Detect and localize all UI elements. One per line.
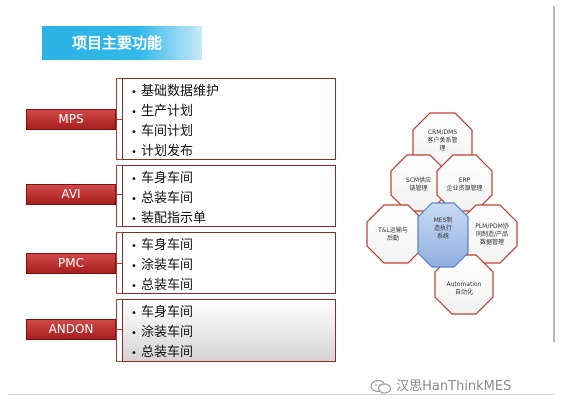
list-item: •车身车间 <box>131 305 194 320</box>
connector-line <box>116 165 122 166</box>
module-box-avi: •车身车间 •总装车间 •装配指示单 <box>122 165 336 227</box>
module-item-list: •基础数据维护 •生产计划 •车间计划 •计划发布 <box>123 79 335 162</box>
module-item-list: •车身车间 •涂装车间 •总装车间 <box>123 300 335 363</box>
connector-line <box>116 299 122 300</box>
slide-title: 项目主要功能 <box>71 34 162 52</box>
connector-line <box>116 293 122 294</box>
list-item: •涂装车间 <box>131 258 194 273</box>
connector-line <box>116 226 122 227</box>
octagon-diagram-svg <box>366 112 518 315</box>
list-item: •计划发布 <box>131 144 194 159</box>
title-background <box>42 26 202 60</box>
node-label-erp: ERP 企业资源管理 <box>446 177 483 192</box>
connector-line <box>116 159 122 160</box>
octagon-tal <box>366 204 426 264</box>
connector-line <box>116 119 122 120</box>
connector-line <box>116 329 122 330</box>
octagon-mes-center <box>417 202 469 268</box>
node-label-automation: Automation 自动化 <box>446 281 482 296</box>
list-item: •涂装车间 <box>131 325 194 340</box>
list-item: •总装车间 <box>131 345 194 360</box>
module-box-mps: •基础数据维护 •生产计划 •车间计划 •计划发布 <box>122 78 336 160</box>
connector-line <box>116 299 117 362</box>
list-item: •车身车间 <box>131 238 194 253</box>
module-item-list: •车身车间 •涂装车间 •总装车间 <box>123 233 335 296</box>
connector-line <box>116 361 122 362</box>
node-label-plm: PLM/PDM协 同制造/产品 数据管理 <box>475 223 509 246</box>
list-item: •总装车间 <box>131 191 194 206</box>
module-item-list: •车身车间 •总装车间 •装配指示单 <box>123 166 335 229</box>
module-tag-mps: MPS <box>26 109 116 130</box>
module-box-pmc: •车身车间 •涂装车间 •总装车间 <box>122 232 336 294</box>
module-box-andon: •车身车间 •涂装车间 •总装车间 <box>122 299 336 362</box>
list-item: •生产计划 <box>131 104 194 119</box>
node-label-crm: CRM/DMS 客户关系管 理 <box>427 129 458 152</box>
connector-line <box>116 232 117 294</box>
module-tag-avi: AVI <box>26 184 116 205</box>
title-bar: 项目主要功能 <box>42 26 202 60</box>
list-item: •装配指示单 <box>131 211 207 226</box>
module-tag-andon: ANDON <box>26 319 116 340</box>
system-integration-diagram: CRM/DMS 客户关系管 理 SCM供应 链管理 ERP 企业资源管理 T&L… <box>360 105 530 330</box>
connector-line <box>116 232 122 233</box>
octagon-automation <box>434 254 494 315</box>
connector-line <box>116 165 117 227</box>
slide-right-rule <box>553 6 555 342</box>
connector-line <box>116 78 122 79</box>
connector-line <box>116 263 122 264</box>
list-item: •总装车间 <box>131 278 194 293</box>
node-label-mes: MES制 造执行 系统 <box>433 217 453 240</box>
connector-line <box>116 194 122 195</box>
list-item: •基础数据维护 <box>131 84 220 99</box>
node-label-scm: SCM供应 链管理 <box>405 177 432 192</box>
module-tag-pmc: PMC <box>26 253 116 274</box>
wechat-icon <box>370 379 392 394</box>
list-item: •车间计划 <box>131 124 194 139</box>
list-item: •车身车间 <box>131 171 194 186</box>
watermark-text: 汉思HanThinkMES <box>396 379 512 394</box>
node-label-tal: T&L运输与 后勤 <box>378 227 408 242</box>
watermark: 汉思HanThinkMES <box>370 378 511 396</box>
slide-bottom-rule <box>8 394 555 395</box>
connector-line <box>116 78 117 160</box>
